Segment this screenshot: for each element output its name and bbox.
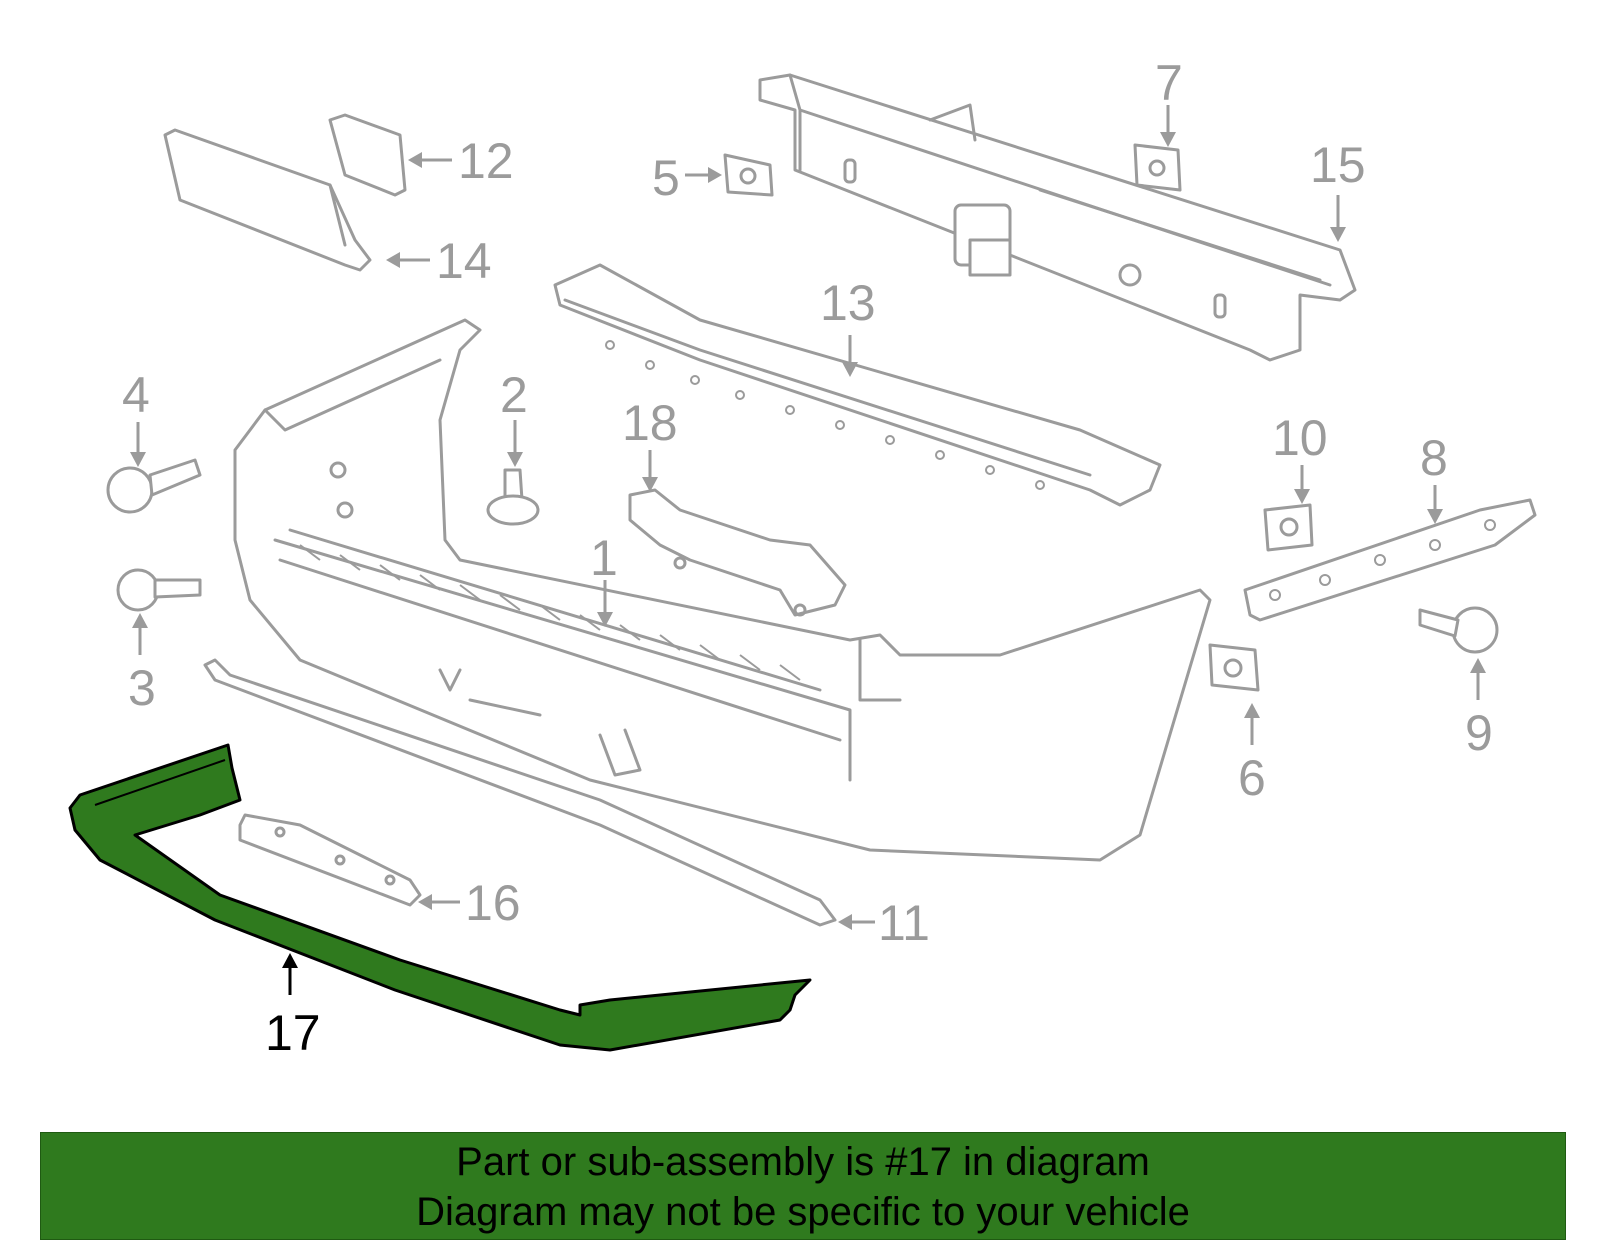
part-15-crossmember [758, 73, 1357, 362]
part-9-bolt [1418, 606, 1499, 654]
part-13-step-pad [553, 263, 1162, 507]
banner-line-2: Diagram may not be specific to your vehi… [416, 1190, 1190, 1234]
callout-2: 2 [500, 367, 528, 467]
svg-text:12: 12 [458, 133, 514, 189]
part-14-cover [163, 128, 372, 272]
callout-17: 17 [265, 953, 321, 1061]
callout-12: 12 [408, 133, 514, 189]
part-5-retainer [723, 153, 774, 197]
svg-text:6: 6 [1238, 750, 1266, 806]
part-8-side-bracket [1243, 498, 1537, 622]
svg-text:14: 14 [436, 233, 492, 289]
callout-5: 5 [652, 150, 722, 206]
callout-11: 11 [838, 895, 930, 951]
svg-text:18: 18 [622, 395, 678, 451]
callout-4: 4 [122, 367, 150, 467]
callout-1: 1 [590, 530, 618, 627]
part-3-bolt [116, 568, 202, 612]
callout-7: 7 [1155, 55, 1183, 147]
svg-text:9: 9 [1465, 705, 1493, 761]
svg-text:10: 10 [1272, 410, 1328, 466]
svg-text:1: 1 [590, 530, 618, 586]
svg-text:13: 13 [820, 275, 876, 331]
part-18-trim [628, 488, 847, 617]
callout-3: 3 [128, 613, 156, 716]
info-banner: Part or sub-assembly is #17 in diagram D… [40, 1132, 1566, 1240]
svg-text:11: 11 [878, 895, 930, 951]
callout-10: 10 [1272, 410, 1328, 504]
svg-text:7: 7 [1155, 55, 1183, 111]
part-6-retainer [1208, 643, 1260, 692]
part-4-bolt [106, 458, 202, 514]
part-17-highlighted-valance [68, 743, 812, 1052]
callout-16: 16 [418, 875, 521, 931]
callout-13: 13 [820, 275, 876, 377]
part-1-bumper-fascia [233, 318, 1212, 862]
svg-text:8: 8 [1420, 430, 1448, 486]
svg-text:4: 4 [122, 367, 150, 423]
callout-15: 15 [1310, 137, 1366, 242]
callout-14: 14 [386, 233, 492, 289]
banner-line-1: Part or sub-assembly is #17 in diagram [456, 1140, 1150, 1184]
callout-8: 8 [1420, 430, 1448, 524]
callout-18: 18 [622, 395, 678, 492]
part-16-bracket [238, 813, 422, 907]
svg-text:16: 16 [465, 875, 521, 931]
svg-text:3: 3 [128, 660, 156, 716]
callout-9: 9 [1465, 658, 1493, 761]
part-7-retainer [1133, 143, 1182, 192]
svg-text:2: 2 [500, 367, 528, 423]
svg-text:5: 5 [652, 150, 680, 206]
parts-diagram: 1 2 3 4 5 6 7 8 9 10 [68, 55, 1537, 1061]
part-11-strip [203, 658, 837, 927]
svg-text:17: 17 [265, 1005, 321, 1061]
callout-6: 6 [1238, 703, 1266, 806]
part-12-bracket [328, 113, 407, 197]
part-10-retainer [1263, 503, 1314, 552]
part-2-bolt [486, 468, 540, 526]
svg-text:15: 15 [1310, 137, 1366, 193]
